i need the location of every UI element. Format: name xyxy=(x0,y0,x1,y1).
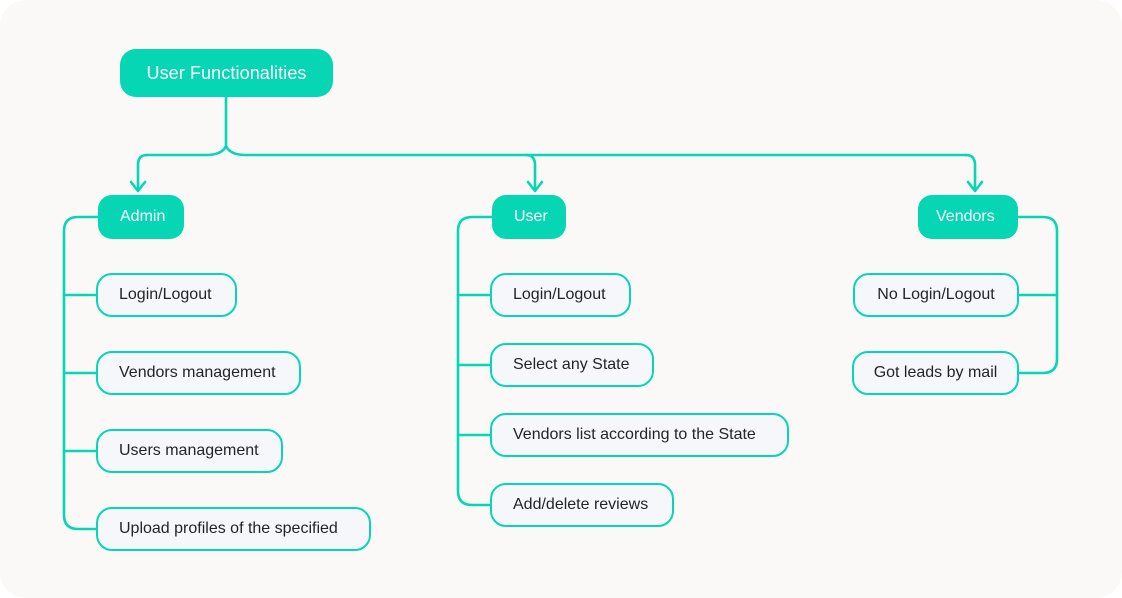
leaf-label: Vendors list according to the State xyxy=(513,426,756,443)
leaf-node-user-select-state[interactable]: Select any State xyxy=(490,343,654,387)
root-node-label: User Functionalities xyxy=(146,62,307,83)
leaf-node-admin-users-management[interactable]: Users management xyxy=(96,429,283,473)
arrow-user xyxy=(526,180,544,193)
leaf-label: Login/Logout xyxy=(119,286,212,303)
root-node[interactable]: User Functionalities xyxy=(120,49,333,97)
user-trunk xyxy=(456,215,494,507)
leaf-label: Login/Logout xyxy=(513,286,606,303)
leaf-label: Upload profiles of the specified xyxy=(119,520,338,537)
leaf-node-vendors-no-login-logout[interactable]: No Login/Logout xyxy=(853,273,1019,317)
drop-vendors xyxy=(964,153,977,192)
distribution-bar xyxy=(145,144,968,157)
drop-user xyxy=(524,153,537,192)
leaf-label: No Login/Logout xyxy=(877,286,995,303)
drop-admin xyxy=(136,153,149,192)
arrow-vendors xyxy=(966,180,984,193)
branch-label-admin: Admin xyxy=(120,208,166,225)
leaf-node-admin-upload-profiles[interactable]: Upload profiles of the specified xyxy=(96,507,371,551)
arrow-admin xyxy=(129,180,147,193)
branch-node-user[interactable]: User xyxy=(492,195,566,239)
vendors-trunk xyxy=(1016,215,1059,375)
leaf-node-user-login-logout[interactable]: Login/Logout xyxy=(490,273,631,317)
leaf-node-admin-vendors-management[interactable]: Vendors management xyxy=(96,351,301,395)
branch-node-vendors[interactable]: Vendors xyxy=(918,195,1018,239)
leaf-node-admin-login-logout[interactable]: Login/Logout xyxy=(96,273,237,317)
leaf-node-user-vendors-list[interactable]: Vendors list according to the State xyxy=(490,413,789,457)
leaf-label: Users management xyxy=(119,442,259,459)
leaf-node-user-add-delete-reviews[interactable]: Add/delete reviews xyxy=(490,483,674,527)
branch-label-vendors: Vendors xyxy=(936,208,995,225)
leaf-node-vendors-got-leads-by-mail[interactable]: Got leads by mail xyxy=(852,351,1019,395)
leaf-label: Add/delete reviews xyxy=(513,496,649,513)
leaf-label: Vendors management xyxy=(119,364,276,381)
branch-label-user: User xyxy=(514,208,548,225)
leaf-label: Got leads by mail xyxy=(873,364,998,381)
leaf-label: Select any State xyxy=(513,356,630,373)
branch-node-admin[interactable]: Admin xyxy=(98,195,184,239)
admin-trunk xyxy=(62,215,100,531)
